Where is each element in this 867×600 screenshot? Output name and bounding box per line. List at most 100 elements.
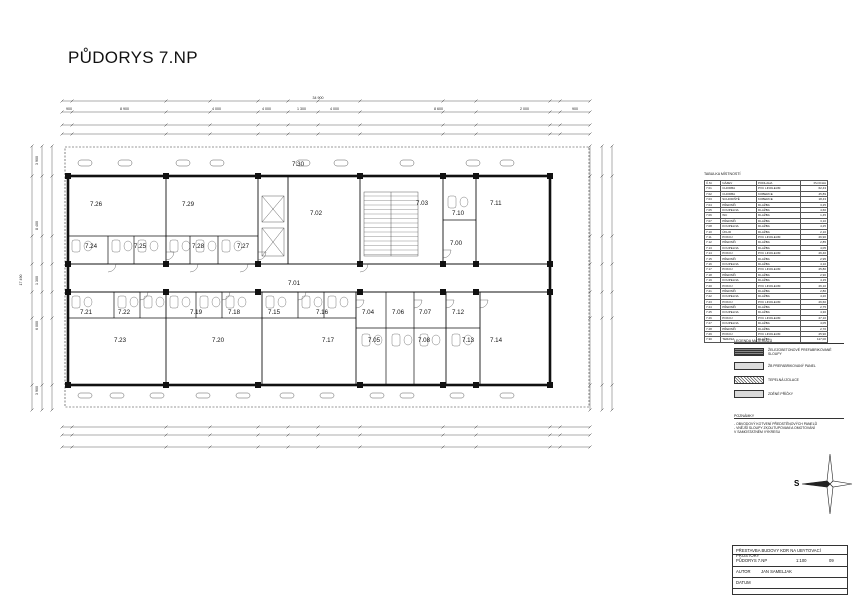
room-label-7-10: 7.10 <box>452 210 465 217</box>
dim-tick <box>256 425 260 429</box>
column-mark <box>473 382 479 388</box>
column-mark <box>357 382 363 388</box>
dim-tick <box>600 290 604 294</box>
column-mark <box>65 173 71 179</box>
room-label-7-21: 7.21 <box>80 309 93 316</box>
room-label-7-04: 7.04 <box>362 309 375 316</box>
column-mark <box>65 289 71 295</box>
legend-swatch-hatch <box>734 376 764 384</box>
dim-tick <box>30 234 34 238</box>
column-mark <box>255 173 261 179</box>
window-marker <box>295 159 311 167</box>
dim-tick <box>50 234 54 238</box>
dim-tick <box>474 132 478 136</box>
room-label-7-12: 7.12 <box>452 309 465 316</box>
fixture-mark <box>451 333 461 347</box>
window-marker <box>499 392 515 399</box>
dim-tick <box>316 132 320 136</box>
room-label-7-24: 7.24 <box>85 243 98 250</box>
fixture-mark <box>373 334 383 346</box>
fixture-mark <box>207 240 217 252</box>
tb-project: PŘESTAVBA BUDOVY KDR NA UBYTOVACÍ PROSTO… <box>733 546 847 558</box>
dim-top-2: 4 000 <box>212 107 221 111</box>
dim-tick <box>441 99 445 103</box>
fixture-mark <box>313 296 323 308</box>
fixture-mark <box>221 239 231 253</box>
dim-tick <box>558 425 562 429</box>
window-markers <box>77 159 515 399</box>
legend-item: TEPELNÁ IZOLACE <box>734 376 844 384</box>
window-marker <box>499 159 515 167</box>
column-mark <box>163 173 169 179</box>
dim-tick <box>208 132 212 136</box>
room-label-7-18: 7.18 <box>228 309 241 316</box>
dim-tick <box>548 445 552 449</box>
fixture-mark <box>199 295 209 309</box>
window-marker <box>449 392 465 399</box>
dim-tick <box>40 290 44 294</box>
room-label-7-19: 7.19 <box>190 309 203 316</box>
fixture-mark <box>403 334 413 346</box>
dim-tick <box>286 110 290 114</box>
legend-caption: LEGENDA MATERIÁLŮ <box>734 339 844 344</box>
fixture-mark <box>149 240 159 252</box>
walls <box>66 174 552 387</box>
window-marker <box>109 392 125 399</box>
table-cell: 117,00 <box>800 336 828 343</box>
window-marker <box>369 392 385 399</box>
fixture-mark <box>83 240 93 252</box>
door-swing <box>239 263 249 273</box>
column-mark <box>440 382 446 388</box>
note-line: V SAMOSTATNÉM VÝKRESU <box>734 430 781 434</box>
column-mark <box>255 289 261 295</box>
dim-tick <box>30 316 34 320</box>
dim-tick <box>548 425 552 429</box>
table-cell: 7.30 <box>703 336 722 343</box>
door-swing <box>442 249 452 259</box>
dim-tick <box>60 123 64 127</box>
dim-tick <box>286 99 290 103</box>
dim-tick <box>256 99 260 103</box>
dim-tick <box>60 425 64 429</box>
material-legend: LEGENDA MATERIÁLŮ ŽELEZOBETONOVÉ PREFABR… <box>734 339 844 404</box>
fixture-mark <box>225 295 235 309</box>
dim-tick <box>30 290 34 294</box>
tb-drawing-row: PŮDORYS 7.NP 1:100 09 <box>733 555 847 567</box>
legend-swatch-dots <box>734 390 764 398</box>
column-mark <box>473 289 479 295</box>
dim-tick <box>30 174 34 178</box>
room-label-7-00: 7.00 <box>450 240 463 247</box>
dim-tick <box>610 383 614 387</box>
dim-tick <box>164 99 168 103</box>
fixture-mark <box>137 239 147 253</box>
room-labels: 7.26 7.29 7.30 7.02 7.03 7.10 7.11 7.24 … <box>80 161 503 344</box>
dim-tick <box>164 433 168 437</box>
fixture-mark <box>169 295 179 309</box>
room-label-7-11: 7.11 <box>490 200 502 207</box>
dim-tick <box>441 425 445 429</box>
dim-tick <box>70 123 74 127</box>
door-swing <box>355 299 365 309</box>
notes-caption: POZNÁMKY <box>734 414 844 419</box>
note-line: - VNĚJŠÍ SLOUPY ZKOLITUPOVANÍ A OMOTOVÁN… <box>734 426 815 430</box>
column-mark <box>163 261 169 267</box>
dim-tick <box>164 445 168 449</box>
dim-tick <box>50 174 54 178</box>
fixture-mark <box>71 295 81 309</box>
dim-tick <box>70 445 74 449</box>
dim-tick <box>600 383 604 387</box>
dim-tick <box>316 99 320 103</box>
door-swing <box>165 251 175 261</box>
fixture-mark <box>339 296 349 308</box>
tb-author: JAN SAMELJAK <box>761 569 792 574</box>
dim-tick <box>548 123 552 127</box>
door-swing <box>359 263 369 273</box>
room-label-7-08: 7.08 <box>418 337 431 344</box>
column-mark <box>473 261 479 267</box>
column-mark <box>547 173 553 179</box>
legend-label: ZDĚNÉ PŘÍČKY <box>768 392 794 396</box>
compass-label: S <box>794 479 800 488</box>
column-mark <box>440 289 446 295</box>
